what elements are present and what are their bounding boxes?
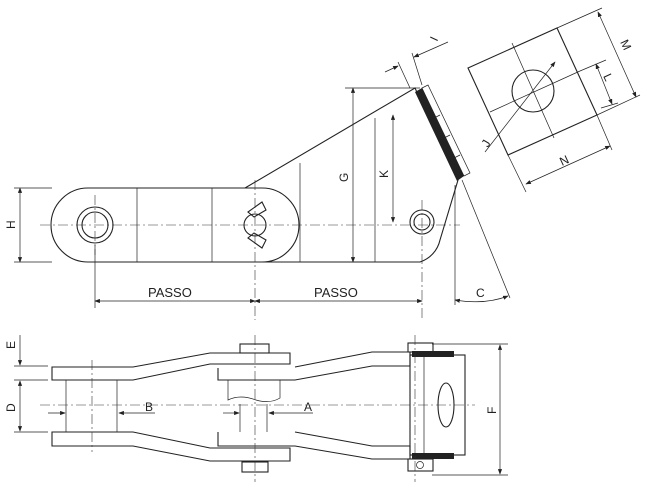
dim-K: K	[377, 170, 391, 178]
dim-E: E	[4, 341, 18, 349]
outer-plate-bottom	[51, 431, 291, 462]
side-view: E D B A F	[4, 335, 508, 482]
plate-hole	[511, 69, 555, 113]
dim-passo-2: PASSO	[314, 285, 358, 300]
dim-A: A	[304, 400, 312, 414]
outer-plate-top	[51, 352, 291, 381]
dim-G: G	[337, 173, 351, 182]
attachment-plate	[415, 88, 464, 181]
dim-I: I	[427, 34, 441, 43]
dim-C: C	[476, 286, 485, 300]
dim-H: H	[4, 220, 18, 229]
dim-passo-1: PASSO	[148, 285, 192, 300]
top-view: H G K I PASSO PASSO C	[4, 34, 511, 320]
dim-J: J	[478, 137, 493, 149]
plate-detail-view: J M L N	[467, 7, 641, 193]
dim-M: M	[617, 37, 634, 52]
dim-F: F	[485, 407, 499, 414]
dim-L: L	[600, 71, 616, 83]
dim-N: N	[557, 152, 571, 168]
dim-B: B	[145, 400, 153, 414]
dim-D: D	[4, 403, 18, 412]
